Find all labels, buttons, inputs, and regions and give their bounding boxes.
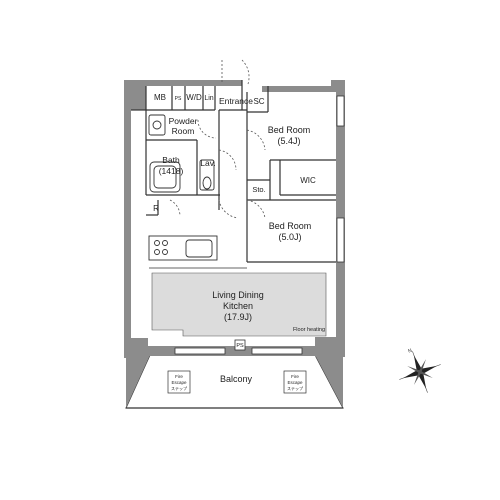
wic-label: WIC xyxy=(300,176,316,185)
sc-label: SC xyxy=(253,97,264,106)
ps-balcony-label: PS xyxy=(236,343,244,349)
powder-room-label-1: Powder xyxy=(169,116,198,126)
ps-small-label: PS xyxy=(175,96,182,102)
bathroom-fixtures xyxy=(148,114,215,193)
bath-label-1: Bath xyxy=(162,155,180,165)
ldk-label-3: (17.9J) xyxy=(224,312,252,322)
sto-label: Sto. xyxy=(252,185,265,194)
fire-escape-right-3: ステップ xyxy=(287,385,303,391)
windows xyxy=(174,95,345,355)
exterior-walls xyxy=(124,80,345,358)
floor-heating-label: Floor heating xyxy=(293,327,325,333)
refrigerator-label: R xyxy=(153,204,159,213)
mb-label: MB xyxy=(154,93,166,102)
compass-north-label: N xyxy=(407,348,413,355)
balcony-area xyxy=(125,350,344,409)
balcony-label: Balcony xyxy=(220,374,253,384)
wd-label: W/D xyxy=(186,93,202,102)
door-swings xyxy=(169,59,266,219)
powder-room-label-2: Room xyxy=(172,126,195,136)
entrance-label: Entrance xyxy=(219,96,253,106)
fire-escape-right-2: Escape xyxy=(287,380,303,385)
bedroom2-label-1: Bed Room xyxy=(269,221,312,231)
lav-label: Lav. xyxy=(200,158,215,168)
ldk-label-1: Living Dining xyxy=(212,290,264,300)
bedroom1-label-2: (5.4J) xyxy=(277,136,300,146)
ps-balcony-box xyxy=(234,339,246,351)
fire-escape-right-1: Fire xyxy=(291,374,299,379)
kitchen-counter xyxy=(148,235,218,261)
fire-escape-left-2: Escape xyxy=(171,380,187,385)
ldk-floor xyxy=(151,272,327,337)
fire-escape-left-box xyxy=(167,370,191,394)
compass-rose-icon: N xyxy=(399,348,441,393)
fire-escape-left-3: ステップ xyxy=(171,385,187,391)
interior-walls xyxy=(131,80,336,263)
bedroom2-label-2: (5.0J) xyxy=(278,232,301,242)
bedroom1-label-1: Bed Room xyxy=(268,125,311,135)
bath-label-2: (1418) xyxy=(159,166,184,176)
fire-escape-left-1: Fire xyxy=(175,374,183,379)
fire-escape-right-box xyxy=(283,370,307,394)
ldk-label-2: Kitchen xyxy=(223,301,253,311)
lin-label: Lin xyxy=(204,95,213,102)
